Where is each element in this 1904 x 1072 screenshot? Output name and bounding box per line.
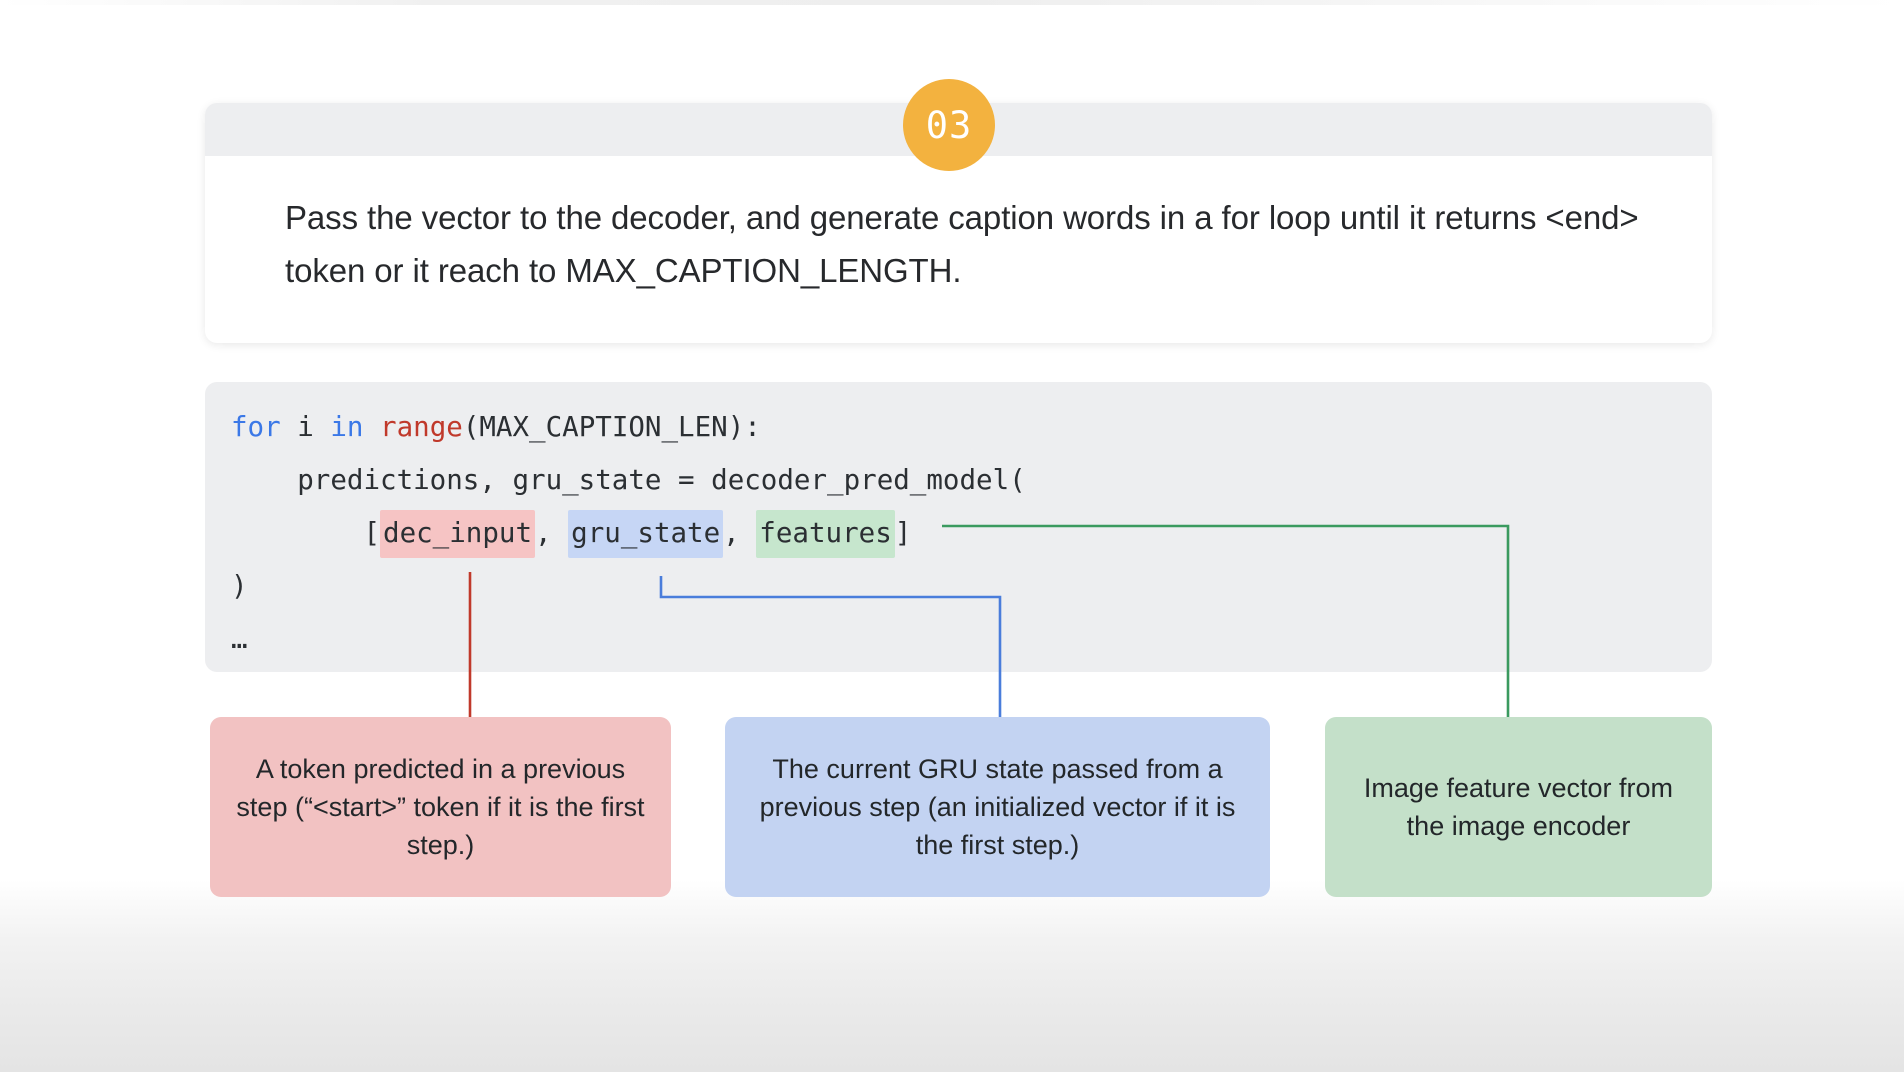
code-block: for i in range(MAX_CAPTION_LEN): predict… [205,382,1712,672]
code-line2: predictions, gru_state = decoder_pred_mo… [231,464,1026,496]
code-keyword-for: for [231,411,281,443]
note-card-dec-input-text: A token predicted in a previous step (“<… [236,754,645,860]
code-token-gru-state[interactable]: gru_state [568,510,724,558]
code-line3-indent [231,517,363,549]
code-line5-ellipsis: … [231,623,248,655]
code-sep-2: , [723,517,757,549]
code-var-i: i [280,411,331,443]
note-card-gru-state-text: The current GRU state passed from a prev… [759,754,1236,860]
code-bracket-open: [ [363,517,381,549]
note-card-features-text: Image feature vector from the image enco… [1363,773,1674,841]
code-token-dec-input[interactable]: dec_input [380,510,536,558]
step-headline: Pass the vector to the decoder, and gene… [285,199,1639,289]
code-line1-rest: (MAX_CAPTION_LEN): [462,411,761,443]
code-line4: ) [231,570,248,602]
note-card-features: Image feature vector from the image enco… [1325,717,1712,897]
code-bracket-close: ] [894,517,912,549]
note-card-gru-state: The current GRU state passed from a prev… [725,717,1270,897]
top-seam-divider [0,0,1904,5]
code-content: for i in range(MAX_CAPTION_LEN): predict… [231,401,1026,666]
code-fn-range: range [363,411,463,443]
code-token-features[interactable]: features [756,510,895,558]
code-sep-1: , [535,517,569,549]
step-number-badge: 03 [903,79,995,171]
note-card-dec-input: A token predicted in a previous step (“<… [210,717,671,897]
code-keyword-in: in [330,411,364,443]
